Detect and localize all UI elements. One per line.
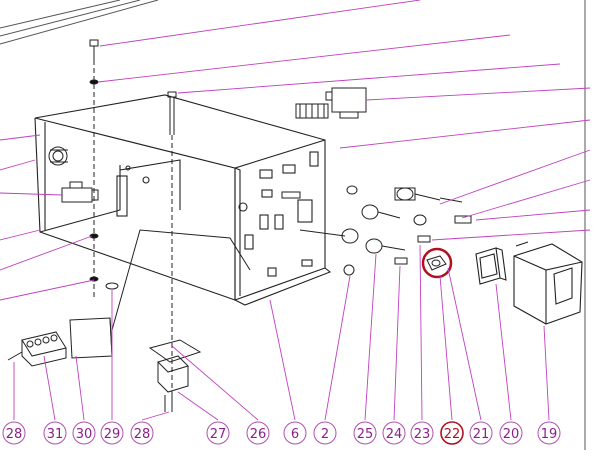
callout-27: 27 (206, 421, 230, 445)
svg-text:24: 24 (386, 427, 403, 442)
svg-text:21: 21 (473, 427, 490, 442)
chassis-frame (34, 94, 332, 306)
callout-2: 2 (313, 421, 337, 445)
callout-29: 29 (100, 421, 124, 445)
svg-text:26: 26 (250, 427, 267, 442)
relay-part (61, 181, 99, 203)
svg-text:2: 2 (321, 427, 329, 442)
base-plate-part (148, 339, 202, 412)
svg-text:6: 6 (291, 427, 299, 442)
bracket-plate (69, 229, 251, 359)
terminal-block-part (7, 331, 67, 367)
svg-text:25: 25 (357, 427, 374, 442)
svg-text:29: 29 (104, 427, 121, 442)
callout-21: 21 (469, 421, 493, 445)
callout-25: 25 (353, 421, 377, 445)
svg-text:22: 22 (444, 427, 461, 442)
highlight-ring (421, 247, 453, 279)
callout-6: 6 (283, 421, 307, 445)
callout-26: 26 (246, 421, 270, 445)
small-screw (343, 264, 355, 276)
svg-text:19: 19 (541, 427, 558, 442)
callout-22-highlighted: 22 (440, 421, 464, 445)
callout-31: 31 (43, 421, 67, 445)
lamp-holders (281, 185, 472, 265)
connector-parts (295, 87, 367, 119)
rocker-switch-part (475, 247, 507, 285)
callout-19: 19 (537, 421, 561, 445)
svg-text:30: 30 (76, 427, 93, 442)
svg-text:28: 28 (6, 427, 23, 442)
cover-box-part (513, 241, 583, 325)
washer-part (105, 282, 119, 290)
callout-28b: 28 (130, 421, 154, 445)
svg-text:23: 23 (414, 427, 431, 442)
callout-labels: 28 31 30 29 28 27 26 6 (2, 421, 561, 445)
svg-text:20: 20 (503, 427, 520, 442)
callout-23: 23 (410, 421, 434, 445)
leader-lines (0, 0, 591, 421)
callout-30: 30 (72, 421, 96, 445)
svg-text:27: 27 (210, 427, 227, 442)
svg-text:31: 31 (47, 427, 64, 442)
callout-20: 20 (499, 421, 523, 445)
callout-24: 24 (382, 421, 406, 445)
highlighted-bulb (426, 255, 447, 271)
top-screw (89, 39, 99, 300)
drawing-frame (0, 0, 586, 450)
svg-text:28: 28 (134, 427, 151, 442)
callout-28a: 28 (2, 421, 26, 445)
motor-part (48, 146, 68, 166)
top-studs (167, 91, 177, 400)
